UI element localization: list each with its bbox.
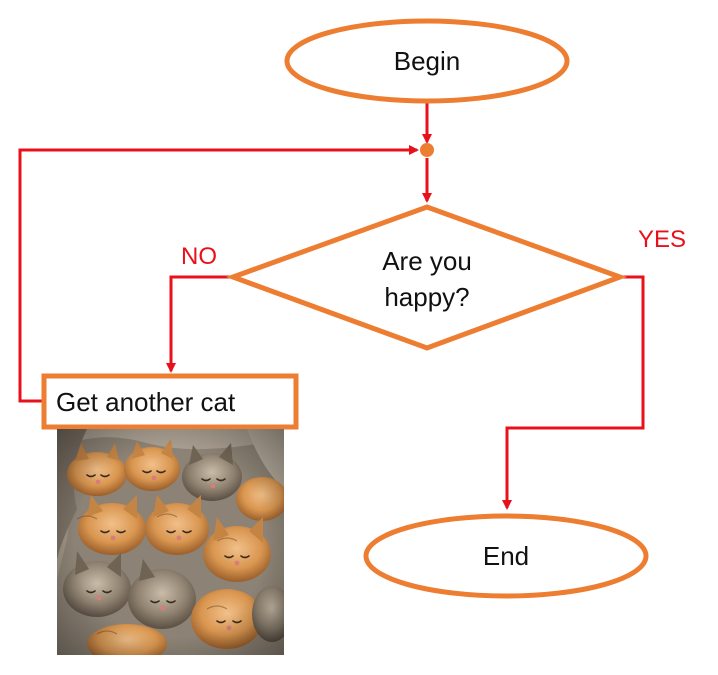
- yes-label: YES: [638, 226, 686, 253]
- action-node[interactable]: Get another cat: [41, 373, 299, 430]
- decision-shape: [225, 204, 628, 351]
- action-shape: [41, 373, 299, 430]
- end-shape: [363, 513, 649, 599]
- edge-no-to-action: [166, 275, 233, 373]
- begin-label: Begin: [394, 46, 461, 76]
- decision-label-line2: happy?: [384, 282, 469, 312]
- end-node[interactable]: End: [363, 513, 649, 599]
- decision-node[interactable]: Are you happy?: [225, 204, 628, 351]
- kittens-photo: [57, 429, 284, 655]
- action-label: Get another cat: [56, 387, 236, 417]
- kittens-illustration: [57, 429, 284, 655]
- begin-node[interactable]: Begin: [284, 18, 570, 104]
- junction-dot: [420, 143, 434, 157]
- decision-label-line1: Are you: [382, 246, 472, 276]
- edge-action-loop-back: [18, 145, 419, 403]
- no-label: NO: [181, 243, 217, 270]
- begin-shape: [284, 18, 570, 104]
- end-label: End: [483, 541, 529, 571]
- edge-yes-to-end: [502, 275, 645, 510]
